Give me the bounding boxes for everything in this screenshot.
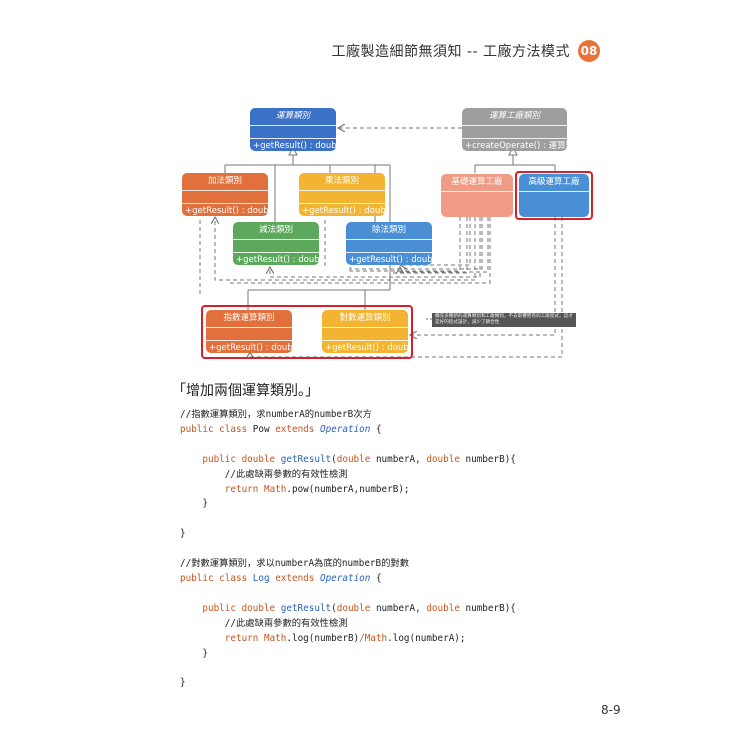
diagram-note: 擴充多種新的運算類別和工廠類別，不去影響原有的工廠程式，這才是好的程式設計，減少… [432, 313, 576, 327]
basic-factory-box: 基礎運算工廠 [441, 174, 513, 217]
pow-check-comment: //此處缺兩參數的有效性檢測 [224, 468, 348, 480]
pow-class-identifier: Pow [252, 423, 270, 435]
figure-caption: 「增加兩個運算類別。」 [172, 383, 319, 399]
log-expression-2: .log(numberA); [387, 632, 466, 644]
add-class-method: +getResult() : double [182, 203, 268, 216]
log-class-box: 對數運算類別 +getResult() : double [322, 310, 408, 353]
page-number: 8-9 [601, 703, 621, 717]
mul-class-box: 乘法類別 +getResult() : double [299, 173, 385, 216]
operation-class-name: 運算類別 [275, 111, 310, 121]
uml-diagram: 運算類別 +getResult() : double 運算工廠類別 +creat… [170, 95, 593, 370]
pow-expression: .pow(numberA,numberB); [286, 483, 410, 495]
chapter-title: 工廠製造細節無須知 -- 工廠方法模式 [331, 44, 570, 60]
pow-parent-class: Operation [319, 423, 371, 435]
mul-class-name: 乘法類別 [324, 176, 359, 186]
add-class-name: 加法類別 [207, 176, 242, 186]
basic-factory-name: 基礎運算工廠 [451, 177, 503, 187]
advanced-factory-box: 高級運算工廠 [519, 174, 589, 217]
operation-class-method: +getResult() : double [250, 138, 336, 151]
code-listing: //指數運算類別，求numberA的numberB次方 public class… [180, 409, 516, 689]
log-method-name: getResult [280, 602, 332, 614]
advanced-factory-name: 高級運算工廠 [528, 177, 580, 187]
factory-class-method: +createOperate() : 運算類別 [462, 138, 567, 151]
log-comment: //對數運算類別，求以numberA為底的numberB的對數 [180, 558, 410, 570]
pow-comment: //指數運算類別，求numberA的numberB次方 [180, 409, 372, 420]
sub-class-method: +getResult() : double [233, 252, 319, 265]
log-class-identifier: Log [252, 572, 270, 584]
log-math-2: Math [364, 632, 388, 644]
sub-class-box: 減法類別 +getResult() : double [233, 222, 319, 265]
chapter-number-badge: 08 [578, 40, 600, 62]
log-parent-class: Operation [319, 572, 371, 584]
mul-class-method: +getResult() : double [299, 203, 385, 216]
factory-class-name: 運算工廠類別 [488, 111, 540, 121]
sub-class-name: 減法類別 [258, 225, 293, 235]
pow-class-method: +getResult() : double [206, 340, 292, 353]
pow-class-name: 指數運算類別 [223, 313, 275, 323]
page-header: 工廠製造細節無須知 -- 工廠方法模式 08 [331, 36, 600, 66]
div-class-method: +getResult() : double [346, 252, 432, 265]
pow-method-name: getResult [280, 453, 332, 465]
factory-class-box: 運算工廠類別 +createOperate() : 運算類別 [462, 108, 567, 151]
log-class-name: 對數運算類別 [339, 313, 391, 323]
log-class-method: +getResult() : double [322, 340, 408, 353]
pow-class-box: 指數運算類別 +getResult() : double [206, 310, 292, 353]
div-class-box: 除法類別 +getResult() : double [346, 222, 432, 265]
pow-math: Math [263, 483, 287, 495]
new-classes-highlight [201, 305, 413, 359]
advanced-factory-highlight [515, 171, 593, 220]
log-expression-1: .log(numberB) [286, 632, 360, 644]
log-check-comment: //此處缺兩參數的有效性檢測 [224, 617, 348, 629]
operation-class-box: 運算類別 +getResult() : double [250, 108, 336, 151]
add-class-box: 加法類別 +getResult() : double [182, 173, 268, 216]
log-math-1: Math [263, 632, 287, 644]
div-class-name: 除法類別 [371, 225, 406, 235]
